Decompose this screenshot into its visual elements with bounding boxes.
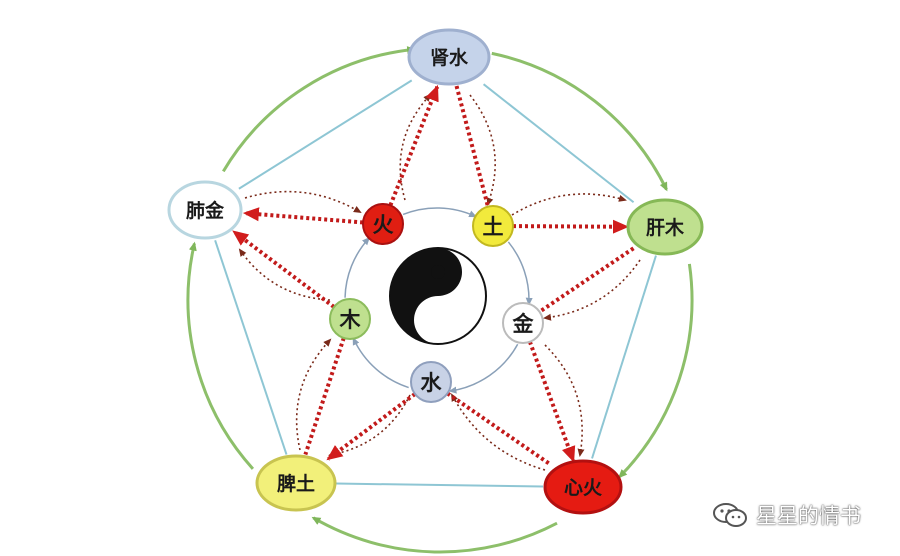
element-node-wood: 木 [329,298,371,340]
control-arrow [388,84,440,207]
inner-arc [507,241,533,306]
dotted-curve [511,193,627,216]
control-line [538,246,635,314]
control-line [454,85,490,208]
generating-arc [222,46,417,173]
generating-arc [491,51,668,192]
watermark-text: 星星的情书 [756,504,861,528]
control-arrow [527,341,576,463]
dotted-curve [295,338,332,451]
organ-node-lung: 肺金 [167,180,243,240]
control-arrow [242,207,364,225]
dotted-curve [399,93,432,201]
pentagon-line [214,240,288,455]
control-arrow [326,392,417,461]
inner-arc [402,207,477,218]
element-node-fire: 火 [362,203,404,245]
control-arrow [512,219,630,234]
generating-arc [311,516,558,554]
element-node-earth: 土 [472,205,514,247]
control-arrow [232,230,336,309]
generating-arc [618,263,694,479]
dotted-curve [328,394,411,458]
element-label-wood: 木 [339,307,362,332]
organ-label-lung: 肺金 [186,199,225,222]
organ-label-spleen: 脾土 [276,472,315,495]
inner-cycle-ring [344,207,533,394]
organ-node-liver: 肝木 [626,198,704,256]
dotted-curve [451,393,546,471]
dotted-curve [238,248,331,301]
pentagon-lines [214,79,657,488]
element-label-earth: 土 [483,214,504,239]
control-line [303,337,346,456]
element-label-fire: 火 [373,212,394,237]
yin-yang-icon [389,247,487,345]
inner-arc [448,343,519,394]
watermark: 星星的情书 [712,498,861,532]
inner-arc [352,336,409,389]
organ-label-liver: 肝木 [646,216,685,239]
wechat-icon [713,503,747,527]
organ-label-kidney: 肾水 [430,47,469,69]
pentagon-line [482,83,635,204]
element-label-metal: 金 [512,311,535,336]
organ-node-kidney: 肾水 [407,28,491,86]
element-label-water: 水 [421,370,443,395]
outer-generating-ring [186,46,694,554]
pentagon-line [238,79,413,190]
element-node-water: 水 [410,361,452,403]
organ-node-heart: 心火 [543,459,623,515]
dotted-curve [244,190,362,214]
organ-node-spleen: 脾土 [255,454,337,512]
control-line [446,391,552,466]
controlling-star [232,84,635,466]
organ-label-heart: 心火 [564,477,603,499]
pentagon-line [335,482,544,488]
dotted-curve [543,259,641,321]
element-node-metal: 金 [502,302,544,344]
dotted-curve-arrows [238,93,641,471]
inner-arc [344,236,370,298]
generating-arc [186,241,255,470]
pentagon-line [591,255,657,459]
dotted-curve [544,344,585,457]
